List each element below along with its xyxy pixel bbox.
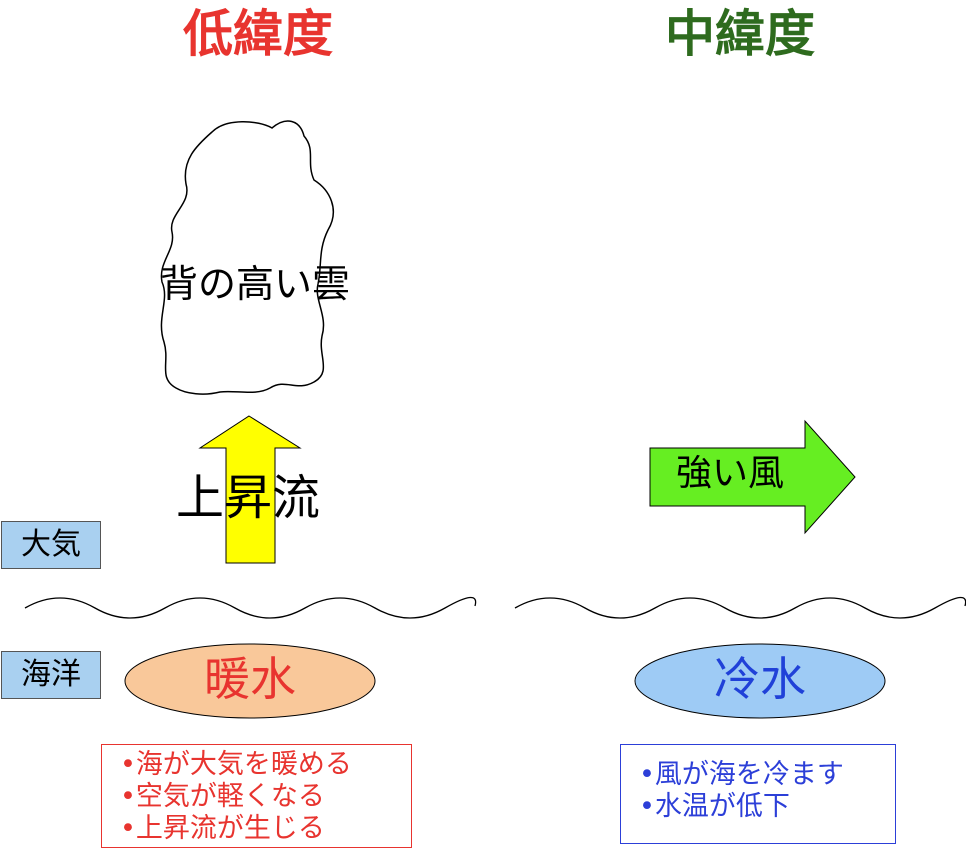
sea-surface-right <box>514 596 966 619</box>
tall-cloud-shape <box>160 120 335 395</box>
note-item: •空気が軽くなる <box>120 781 325 812</box>
strong-wind-label: 強い風 <box>675 453 784 494</box>
updraft-arrow <box>198 415 302 564</box>
cold-water-label: 冷水 <box>714 652 806 706</box>
atmosphere-label: 大気 <box>1 521 101 569</box>
warm-water-label: 暖水 <box>204 652 296 706</box>
tall-cloud-label: 背の高い雲 <box>159 262 350 306</box>
mid-latitude-notes: •風が海を冷ます •水温が低下 <box>620 744 896 844</box>
ocean-label: 海洋 <box>1 651 101 699</box>
warm-water-ellipse <box>124 643 376 719</box>
note-item: •海が大気を暖める <box>120 749 352 780</box>
note-item: •上昇流が生じる <box>120 813 325 844</box>
mid-latitude-title: 中緯度 <box>665 5 815 63</box>
low-latitude-notes: •海が大気を暖める •空気が軽くなる •上昇流が生じる <box>101 744 412 848</box>
wind-arrow <box>649 419 856 535</box>
sea-surface-left <box>24 596 477 619</box>
note-item: •水温が低下 <box>639 791 790 822</box>
note-item: •風が海を冷ます <box>639 759 844 790</box>
updraft-label: 上昇流 <box>175 470 320 526</box>
low-latitude-title: 低緯度 <box>183 5 333 63</box>
cold-water-ellipse <box>634 643 886 719</box>
